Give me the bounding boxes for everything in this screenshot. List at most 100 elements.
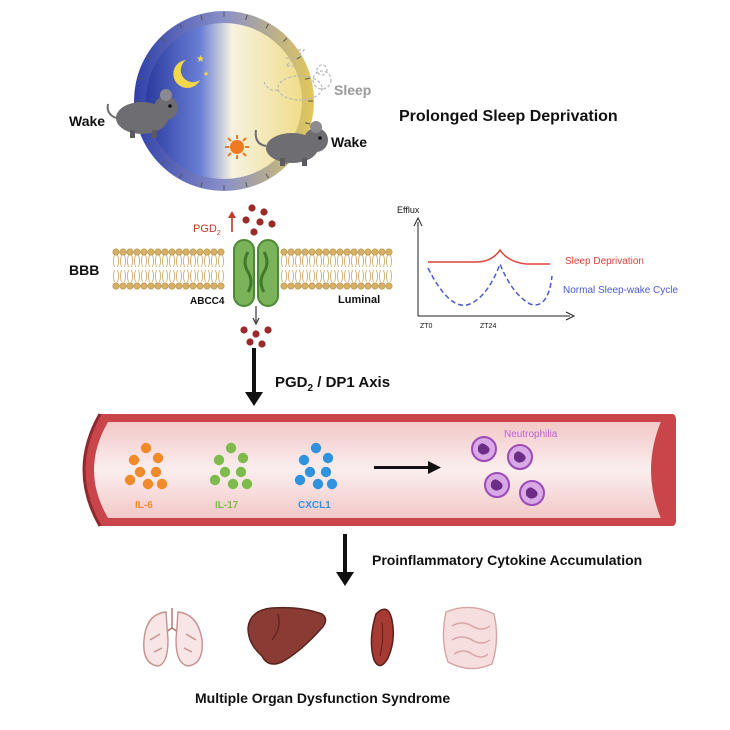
down-arrow-icon <box>245 348 263 406</box>
pgd2-particle <box>246 338 254 346</box>
up-arrow-icon <box>228 211 236 232</box>
clock-tick <box>200 14 203 20</box>
neutrophilia-label: Neutrophilia <box>504 429 558 440</box>
lipid-head <box>350 282 358 290</box>
lipid-head <box>210 248 218 256</box>
lipid-tail <box>365 269 371 283</box>
clock-tick <box>265 23 269 29</box>
cytokine-label-il17: IL-17 <box>215 500 239 511</box>
lipid-tail <box>372 269 378 283</box>
outcome-label: Multiple Organ Dysfunction Syndrome <box>195 690 450 706</box>
lipid-head <box>196 248 204 256</box>
cytokine-dot <box>326 478 338 490</box>
sleeping-mouse-icon <box>263 49 332 101</box>
lipid-head <box>308 282 316 290</box>
bbb-label: BBB <box>69 262 99 278</box>
cytokine-dot <box>235 466 247 478</box>
lipid-tail <box>134 254 140 268</box>
lipid-head <box>280 248 288 256</box>
lipid-head <box>343 248 351 256</box>
legend-normal-sleep-wake-cycle: Normal Sleep-wake Cycle <box>563 285 678 296</box>
lipid-tail <box>197 254 203 268</box>
cytokine-dot <box>219 466 231 478</box>
lipid-tail <box>169 254 175 268</box>
lipid-head <box>378 282 386 290</box>
lipid-head <box>147 282 155 290</box>
day-night-clock: ★ ★ <box>106 11 332 191</box>
cytokine-dot <box>150 466 162 478</box>
clock-ticks <box>135 12 313 190</box>
lipid-head <box>301 248 309 256</box>
lipid-head <box>112 282 120 290</box>
lipid-head <box>385 248 393 256</box>
clock-tick <box>305 77 311 80</box>
lipid-head <box>119 282 127 290</box>
clock-tick <box>305 122 311 125</box>
efflux-arrow <box>252 306 260 326</box>
lipid-tail <box>358 254 364 268</box>
cytokine-dot <box>298 454 310 466</box>
pgd2-particle <box>242 216 250 224</box>
clock-tick <box>296 56 302 60</box>
pgd2-particle <box>248 204 256 212</box>
lipid-head <box>182 248 190 256</box>
clock-tick <box>160 37 165 42</box>
lipid-tail <box>330 254 336 268</box>
lipid-head <box>217 248 225 256</box>
accumulation-label: Proinflammatory Cytokine Accumulation <box>372 552 642 568</box>
lipid-tail <box>316 269 322 283</box>
lipid-tail <box>379 269 385 283</box>
wake-label: Wake <box>331 134 367 150</box>
lipid-tail <box>120 254 126 268</box>
lipid-head <box>364 248 372 256</box>
lipid-head <box>203 282 211 290</box>
lipid-head <box>112 248 120 256</box>
lipid-head <box>308 248 316 256</box>
lipid-head <box>350 248 358 256</box>
pgd2-label: PGD2 <box>193 223 221 237</box>
lipid-tail <box>323 254 329 268</box>
lipid-head <box>154 282 162 290</box>
lipid-tail <box>344 254 350 268</box>
lipid-head <box>315 282 323 290</box>
clock-tick <box>160 160 165 165</box>
lipid-tail <box>309 269 315 283</box>
pgd2-particle <box>258 340 266 348</box>
lipid-head <box>378 248 386 256</box>
lipid-head <box>322 282 330 290</box>
cytokine-label-il6: IL-6 <box>135 500 153 511</box>
lipid-head <box>329 282 337 290</box>
cytokine-dot <box>304 466 316 478</box>
pgd2-particle <box>256 218 264 226</box>
tick-label-zt24: ZT24 <box>480 323 496 330</box>
series-line-normal-sleep-wake-cycle <box>427 261 553 306</box>
neutrophil-cells <box>471 436 545 506</box>
lipid-head <box>280 282 288 290</box>
lipid-tail <box>190 254 196 268</box>
lipid-tail <box>323 269 329 283</box>
cytokine-dot <box>237 452 249 464</box>
wake-label: Wake <box>69 113 105 129</box>
sleep-label: Sleep <box>334 82 371 98</box>
lipid-tail <box>309 254 315 268</box>
lipid-tail <box>176 269 182 283</box>
lipid-tail <box>372 254 378 268</box>
blood-vessel <box>82 413 676 527</box>
lipid-head <box>287 248 295 256</box>
lipid-tail <box>288 269 294 283</box>
lipid-head <box>140 248 148 256</box>
lipid-tail <box>344 269 350 283</box>
lipid-head <box>126 248 134 256</box>
moon-icon <box>173 60 200 88</box>
lipid-head <box>133 248 141 256</box>
lung-icon <box>143 608 203 667</box>
efflux-chart <box>413 216 576 321</box>
lipid-tail <box>302 269 308 283</box>
cytokine-dot <box>128 454 140 466</box>
lipid-tail <box>113 269 119 283</box>
lipid-head <box>133 282 141 290</box>
lipid-tail <box>197 269 203 283</box>
lipid-tail <box>351 254 357 268</box>
title: Prolonged Sleep Deprivation <box>399 108 618 125</box>
lipid-tail <box>337 254 343 268</box>
